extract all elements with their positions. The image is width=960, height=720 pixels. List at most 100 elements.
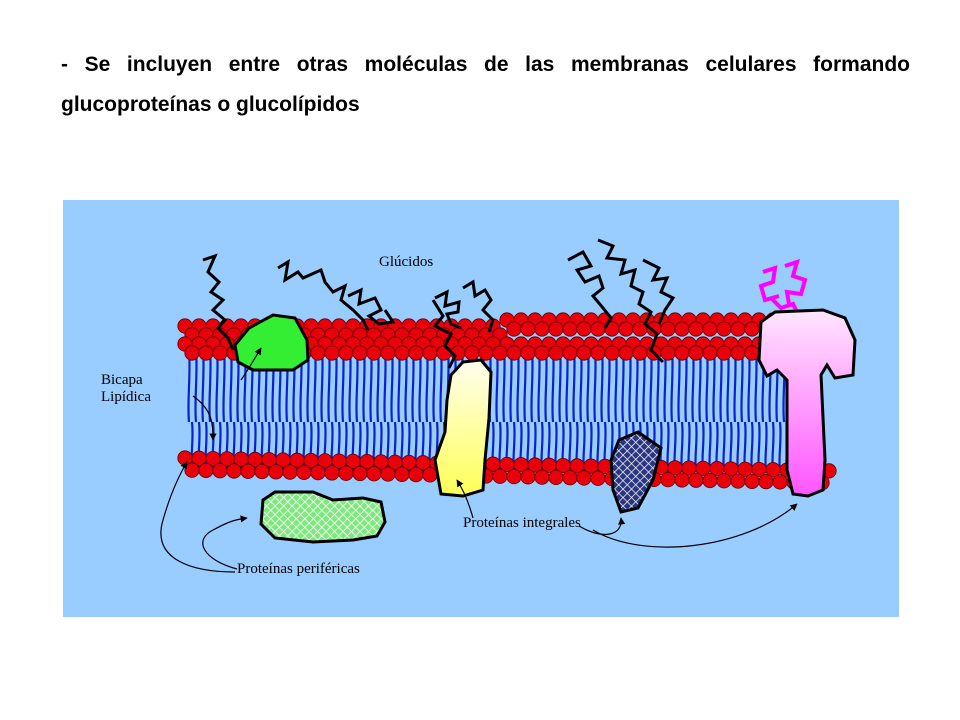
sugar-chain [431,299,457,369]
lipid-head [730,473,746,489]
lipid-head [618,345,634,361]
lipid-head [534,321,550,337]
label-proteinas-integrales: Proteínas integrales [463,515,581,531]
lipid-head [632,345,648,361]
lipid-head [380,345,396,361]
sugar-chain [642,258,676,325]
lipid-head [394,345,410,361]
sugar-chain [202,253,235,351]
arrow-perif-1 [160,461,236,573]
lipid-head [506,321,522,337]
lipid-head [534,469,550,485]
label-proteinas-perifericas: Proteínas periféricas [237,561,360,577]
lipid-head [352,465,368,482]
lipid-head [576,345,592,361]
arrow-perif-2 [202,515,248,570]
lipid-head [394,466,410,482]
slide-text: - Se incluyen entre otras moléculas de l… [61,53,910,116]
lipid-head [338,345,354,361]
lipid-head [310,465,326,481]
integral-protein-pink [757,308,857,498]
lipid-head [660,345,676,361]
arrow-green-top [240,347,262,381]
lipid-head [366,466,382,482]
lipid-head [520,321,536,337]
label-bicapa: Bicapa [101,372,143,388]
lipid-head [688,345,704,361]
lipid-head [366,345,382,361]
lipid-head [520,345,536,361]
lipid-head [674,472,690,488]
lipid-head [198,462,214,479]
lipid-head [730,321,746,337]
lipid-tail [526,421,530,473]
lipid-head [688,472,704,488]
sugar-chain [347,287,396,326]
lipid-tail [498,421,502,473]
arrow-integral-hatched [578,517,626,535]
peripheral-protein-hatched-green [259,490,387,544]
lipid-head [590,345,606,361]
lipid-head [548,321,564,337]
sugar-chain [462,279,495,333]
peripheral-protein-green-top [233,313,310,372]
lipid-head [716,321,732,337]
lipid-head [352,345,368,361]
arrow-bicapa [192,395,217,441]
lipid-tail [302,421,306,473]
sugar-chain [277,259,370,331]
lipid-head [296,464,312,480]
lipid-head [660,472,676,488]
lipid-head [618,321,634,337]
lipid-head [310,345,326,361]
lipid-head [422,345,438,361]
lipid-head [562,470,578,486]
lipid-head [674,345,690,361]
lipid-head [702,472,718,489]
lipid-tail [750,421,754,473]
integral-protein-hatched [609,430,663,514]
integral-protein-yellow [433,358,493,498]
lipid-head [744,473,760,489]
lipid-head [212,463,228,479]
lipid-head [506,345,522,361]
lipid-head [492,468,508,484]
lipid-head [702,321,718,337]
lipid-head [730,345,746,361]
lipid-head [562,345,578,361]
lipid-head [408,467,424,483]
lipid-head [548,345,564,361]
lipid-head [226,463,242,479]
lipid-head [576,321,592,337]
arrow-integral-pink [592,503,798,548]
lipid-head [324,345,340,361]
lipid-head [660,321,676,337]
lipid-head [380,466,396,482]
pointer-arrows [160,347,798,573]
lipid-tail [295,421,299,473]
lipid-head [548,469,564,486]
lipid-head [492,345,508,361]
lipid-head [506,468,522,485]
lipid-head [282,464,298,480]
lipid-head [716,473,732,489]
lipid-head [464,345,480,361]
lipid-head [758,474,774,490]
lipid-tail [288,421,292,473]
lipid-head [520,469,536,485]
lipid-head [198,345,214,361]
lipid-head [590,470,606,486]
lipid-head [184,345,200,361]
lipid-head [338,465,354,481]
lipid-tail [722,421,726,473]
lipid-head [254,463,270,480]
lipid-tail [764,421,768,473]
lipid-head [744,345,760,361]
membrane-diagram: Glúcidos Bicapa Lipídica Proteínas integ… [63,200,899,617]
lipid-tail [736,421,740,473]
lipid-head [478,345,494,361]
lipid-head [604,345,620,361]
lipid-head [688,321,704,337]
lipid-tail [512,421,516,473]
lipid-head [184,462,200,478]
